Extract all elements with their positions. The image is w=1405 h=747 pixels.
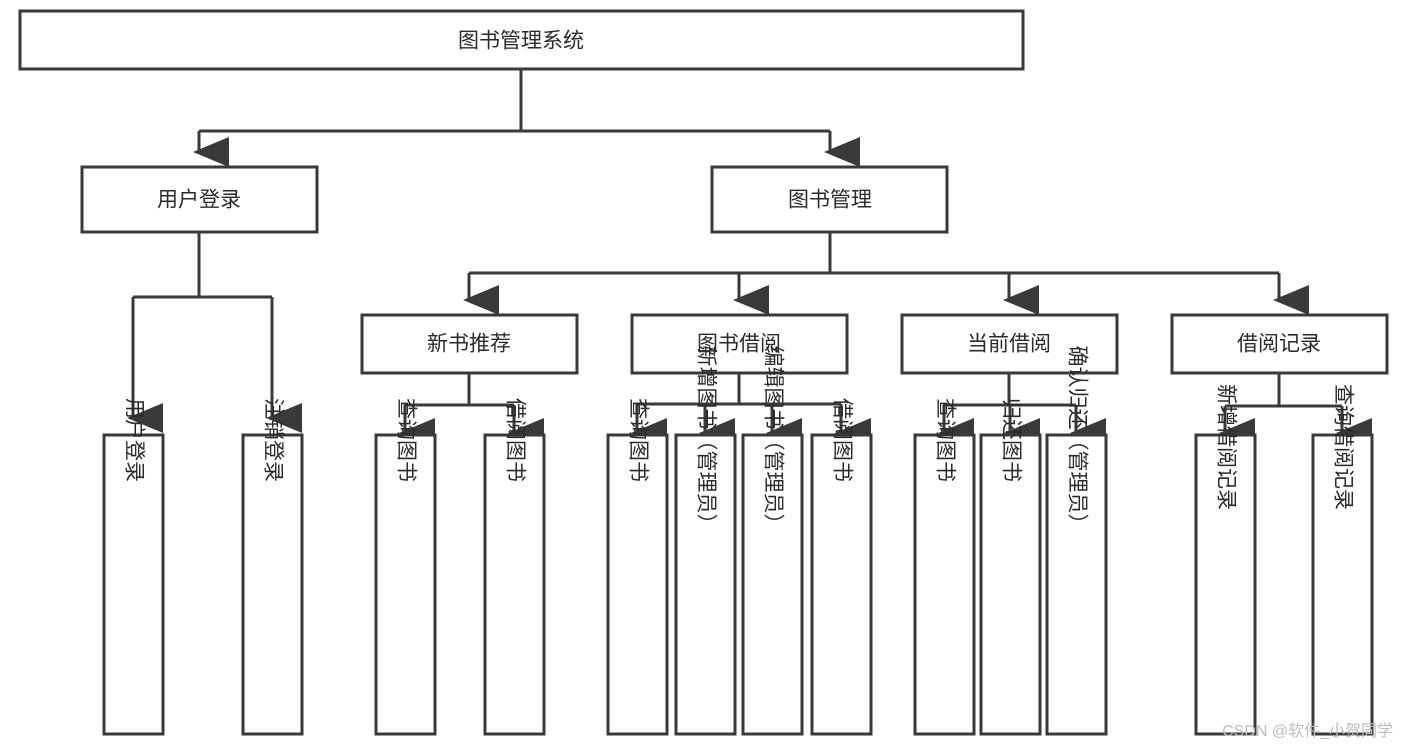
node-book-management-label: 图书管理: [788, 189, 872, 212]
leaf-node-query-borrow-record-label: 查询借阅记录: [1331, 384, 1354, 510]
node-user-login-label: 用户登录: [157, 189, 241, 212]
leaf-node-logout-label: 注销登录: [261, 398, 284, 482]
connector-group-user-login: [127, 232, 302, 433]
connector-group-new-book: [399, 373, 544, 448]
node-book-borrow-label: 图书借阅: [697, 333, 781, 356]
leaf-node-user-login[interactable]: 用户登录: [102, 398, 165, 736]
leaf-node-query-book-current[interactable]: 查询图书: [913, 398, 976, 736]
connector-group-borrow-record: [1219, 373, 1372, 448]
leaf-node-query-borrow-record[interactable]: 查询借阅记录: [1311, 384, 1374, 736]
node-book-management[interactable]: 图书管理: [710, 165, 949, 234]
leaf-node-add-borrow-record[interactable]: 新增借阅记录: [1194, 384, 1257, 736]
leaf-node-confirm-return-admin-label: 确认归还（管理员）: [1065, 346, 1088, 535]
leaf-node-edit-book-admin[interactable]: 编辑图书（管理员）: [741, 346, 804, 736]
leaf-node-add-borrow-record-label: 新增借阅记录: [1214, 384, 1237, 510]
node-new-book-recommend-label: 新书推荐: [427, 333, 511, 356]
leaf-node-query-book-borrow-label: 查询图书: [626, 398, 649, 482]
node-current-borrow[interactable]: 当前借阅: [900, 313, 1119, 375]
csdn-watermark: CSDN @软件_小贺同学: [1222, 723, 1393, 740]
leaf-node-return-book[interactable]: 归还图书: [979, 398, 1042, 736]
leaf-node-query-book-current-label: 查询图书: [933, 398, 956, 482]
leaf-node-user-login-label: 用户登录: [122, 398, 145, 482]
leaf-node-query-book-recommend[interactable]: 查询图书: [374, 398, 437, 736]
node-borrow-record-label: 借阅记录: [1237, 333, 1321, 356]
leaf-node-borrow-book[interactable]: 借阅图书: [810, 398, 873, 736]
leaf-node-query-book-borrow[interactable]: 查询图书: [606, 398, 669, 736]
node-root-system[interactable]: 图书管理系统: [18, 9, 1025, 71]
leaf-node-borrow-book-label: 借阅图书: [830, 398, 853, 482]
connector-group-root: [193, 69, 860, 167]
leaf-node-edit-book-admin-label: 编辑图书（管理员）: [761, 346, 784, 535]
leaf-node-confirm-return-admin[interactable]: 确认归还（管理员）: [1045, 346, 1108, 736]
node-new-book-recommend[interactable]: 新书推荐: [360, 313, 579, 375]
leaf-node-add-book-admin[interactable]: 新增图书（管理员）: [674, 346, 737, 736]
node-current-borrow-label: 当前借阅: [967, 333, 1051, 356]
node-borrow-record[interactable]: 借阅记录: [1170, 313, 1389, 375]
connector-group-book-manage: [463, 232, 1309, 315]
leaf-node-query-book-recommend-label: 查询图书: [394, 398, 417, 482]
leaf-node-return-book-label: 归还图书: [999, 398, 1022, 482]
leaf-node-borrow-book-recommend[interactable]: 借阅图书: [483, 398, 546, 736]
leaf-node-borrow-book-recommend-label: 借阅图书: [503, 398, 526, 482]
node-root-system-label: 图书管理系统: [458, 30, 584, 53]
connector-group-current-borrow: [938, 373, 1106, 448]
leaf-node-add-book-admin-label: 新增图书（管理员）: [694, 346, 717, 535]
node-book-borrow[interactable]: 图书借阅: [630, 313, 849, 375]
leaf-node-logout[interactable]: 注销登录: [241, 398, 304, 736]
node-user-login[interactable]: 用户登录: [80, 165, 319, 234]
connector-group-borrow: [631, 373, 871, 448]
